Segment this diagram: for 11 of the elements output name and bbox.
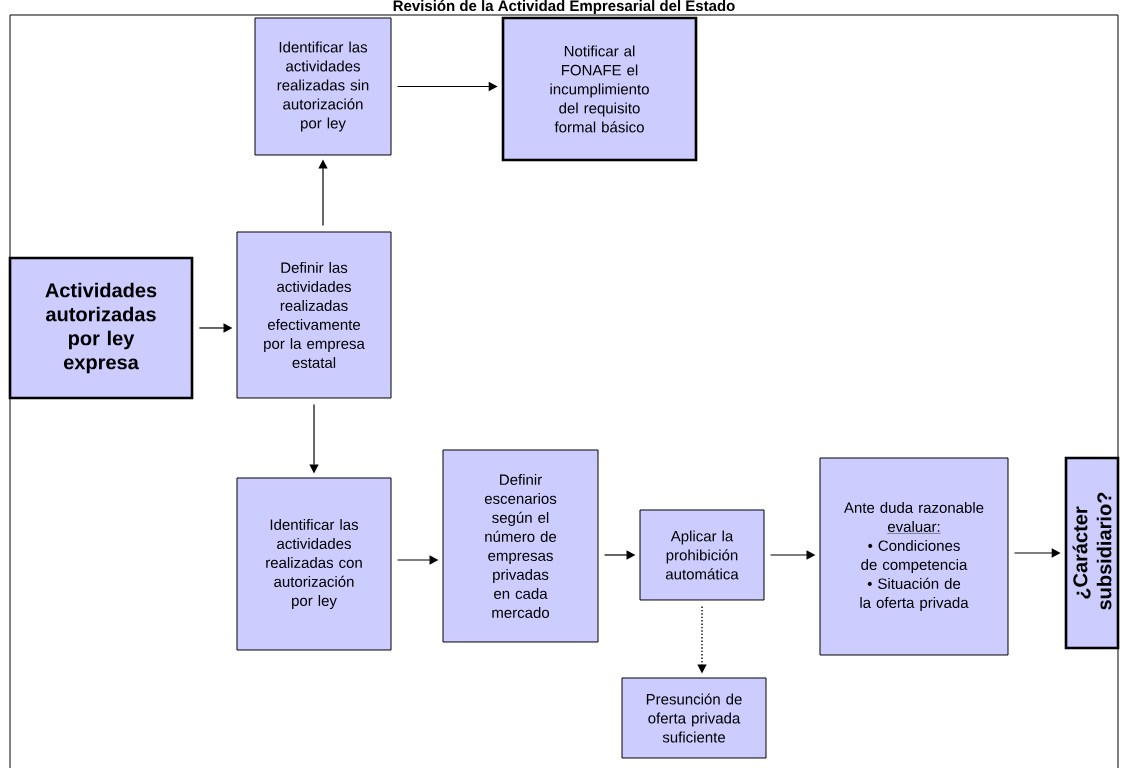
process-box: Presunción de oferta privada suficiente bbox=[621, 677, 767, 759]
process-box: Definir las actividades realizadas efectivamente por la empresa estatal bbox=[236, 231, 392, 399]
process-box: Identificar las actividades realizadas sin autorización por ley bbox=[254, 17, 392, 156]
process-box: Definir escenarios según el número de empresas privadas en cada mercado bbox=[442, 449, 599, 643]
process-box: Identificar las actividades realizadas con autorización por ley bbox=[236, 477, 392, 651]
process-box: ¿Carácter subsidiario? bbox=[1064, 456, 1120, 650]
process-box: Actividades autorizadas por ley expresa bbox=[8, 256, 194, 400]
process-box: Ante duda razonable evaluar: • Condiciones de competencia • Situación de la oferta privada bbox=[819, 457, 1009, 656]
title: Revisión de la Actividad Empresarial del Estado bbox=[393, 0, 735, 15]
process-box: Notificar al FONAFE el incumplimiento del requisito formal básico bbox=[501, 16, 698, 162]
process-box: Aplicar la prohibición automática bbox=[639, 509, 765, 601]
